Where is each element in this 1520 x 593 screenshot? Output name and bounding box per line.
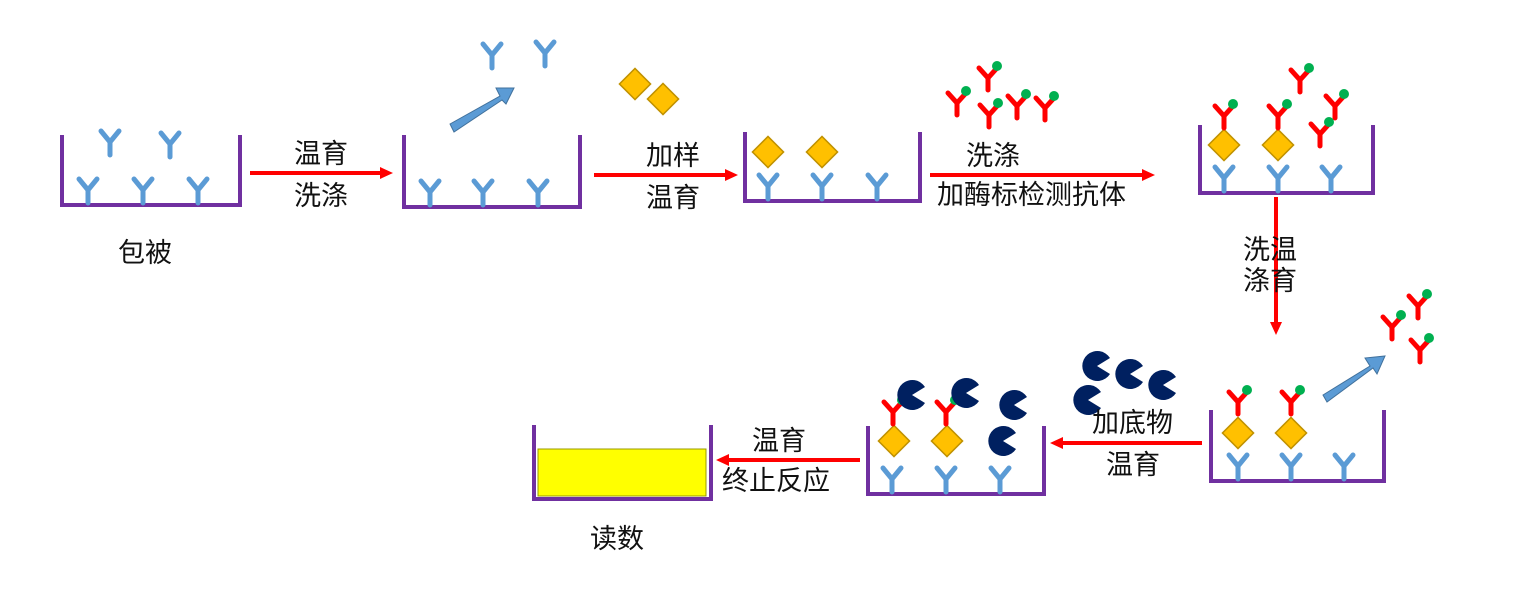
process-arrow-2 (594, 169, 738, 181)
capture-antibody-icon (421, 42, 554, 205)
well-washed (402, 42, 582, 209)
process-arrow-1 (250, 167, 393, 179)
antigen-icon (751, 135, 839, 169)
process-arrow-5 (1050, 437, 1202, 449)
label-add-antibody: 加酶标检测抗体 (937, 180, 1126, 211)
capture-antibody-icon (759, 175, 886, 199)
antigen-icon (618, 67, 680, 116)
label-wash-3: 洗涤 (966, 141, 1020, 172)
label-add-substrate: 加底物 (1092, 408, 1173, 439)
substrate-icon (897, 378, 1027, 456)
capture-antibody-icon (1229, 455, 1353, 479)
substrate-icon (1073, 351, 1176, 415)
well-detection (1198, 63, 1375, 195)
detection-antibody-icon (884, 395, 960, 424)
process-arrow-6 (716, 454, 860, 466)
label-wash-incubate-top: 洗温 (1243, 235, 1297, 266)
detection-antibody-icon (1229, 385, 1305, 414)
antigen-icon (1207, 128, 1295, 162)
well-substrate (866, 378, 1046, 496)
removal-arrow-icon (1322, 355, 1386, 403)
detection-antibody-icon (1383, 289, 1434, 362)
well-read (532, 425, 713, 501)
capture-antibody-icon (883, 468, 1009, 492)
label-incubate-6: 温育 (752, 426, 806, 457)
signal-fill (537, 448, 707, 497)
label-incubate-1: 温育 (294, 139, 348, 170)
label-add-sample: 加样 (646, 141, 700, 172)
label-coat: 包被 (118, 238, 172, 269)
well-sample (743, 132, 922, 203)
label-stop-reaction: 终止反应 (722, 466, 830, 497)
detection-antibody-icon (948, 61, 1059, 127)
process-arrow-3 (930, 169, 1155, 181)
well-coating (60, 131, 242, 207)
capture-antibody-icon (1215, 167, 1340, 191)
antigen-icon (877, 424, 964, 458)
antigen-icon (1221, 416, 1308, 450)
capture-antibody-icon (79, 131, 207, 203)
removal-arrow-icon (449, 87, 515, 133)
process-arrow-vertical (1270, 197, 1282, 335)
label-read: 读数 (590, 524, 644, 555)
label-incubate-2: 温育 (646, 183, 700, 214)
label-wash-incubate-bottom: 涤育 (1243, 266, 1297, 297)
label-wash-1: 洗涤 (294, 181, 348, 212)
label-incubate-5: 温育 (1106, 450, 1160, 481)
well-washed-2 (1209, 355, 1386, 483)
